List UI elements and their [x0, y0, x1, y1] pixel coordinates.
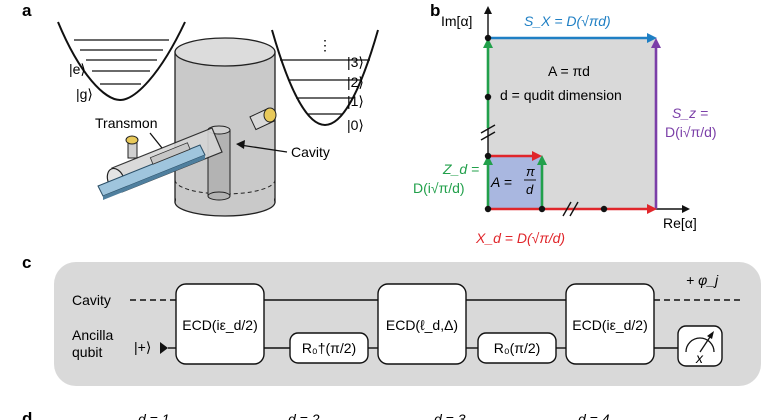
lattice-dots: [484, 34, 608, 213]
ket-plus: |+⟩: [134, 339, 151, 355]
cavity-level-2: |2⟩: [347, 74, 364, 90]
cavity-port-pin: [249, 107, 277, 131]
sz-label-2: D(i√π/d): [665, 124, 717, 140]
panel-c-letter: c: [22, 253, 31, 272]
area-small-denominator: d: [526, 182, 534, 197]
zd-label-2: D(i√π/d): [413, 180, 465, 196]
cavity-potential: [271, 29, 379, 127]
transmon-potential: [57, 21, 186, 102]
sx-label: S_X = D(√πd): [524, 13, 611, 29]
ecd-gate-3: [565, 283, 655, 365]
cavity-label: Cavity: [291, 144, 330, 160]
ancilla-label-line1: Ancilla: [72, 327, 113, 343]
transmon-level-e: |e⟩: [69, 61, 86, 77]
area-small-label: A =: [490, 174, 512, 190]
sx-arrow: [488, 33, 657, 43]
cavity-pointer: [236, 140, 288, 153]
rotation-gate-1: [289, 332, 369, 364]
panel-b-letter: b: [430, 1, 440, 20]
cavity-level-1: |1⟩: [347, 93, 364, 109]
cavity-level-dots: ⋮: [318, 37, 332, 53]
ecd-gate-1: [175, 283, 265, 365]
transmon-level-g: |g⟩: [76, 86, 93, 102]
ecd-gate-2: [377, 283, 467, 365]
ecd-gate-1-label: ECD(iε_d/2): [182, 317, 257, 333]
panel-d-letter: d: [22, 409, 32, 420]
ancilla-input-arrow: [160, 342, 168, 354]
column-d2: d = 2: [288, 411, 320, 420]
measurement-basis: x: [695, 350, 704, 366]
im-axis-label: Im[α]: [441, 13, 472, 29]
phase-space-small-area: [488, 156, 542, 209]
column-d3: d = 3: [434, 411, 466, 420]
transmon-pointer: [149, 132, 163, 149]
xd-label: X_d = D(√π/d): [475, 230, 565, 246]
column-d1: d = 1: [138, 411, 170, 420]
zd-arrow-small: [537, 155, 547, 209]
sz-label-1: S_z =: [672, 105, 708, 121]
ecd-gate-2-label: ECD(ℓ_d,Δ): [386, 317, 458, 333]
panel-a-letter: a: [22, 1, 32, 20]
transmon-label: Transmon: [95, 115, 158, 131]
ecd-gate-3-label: ECD(iε_d/2): [572, 317, 647, 333]
rotation-gate-2: [477, 332, 557, 364]
phase-label: + φ_j: [686, 272, 719, 288]
rotation-gate-1-label: R₀†(π/2): [302, 340, 356, 356]
axis-break-marks: [480, 124, 579, 217]
cavity-level-3: |3⟩: [347, 54, 364, 70]
zd-label-1: Z_d =: [442, 161, 479, 177]
sz-arrow: [651, 38, 661, 209]
area-small-numerator: π: [526, 164, 535, 179]
xd-arrows: [488, 151, 657, 214]
column-d4: d = 4: [578, 411, 610, 420]
area-big-label: A = πd: [548, 63, 590, 79]
qudit-dimension-label: d = qudit dimension: [500, 87, 622, 103]
rotation-gate-2-label: R₀(π/2): [494, 340, 541, 356]
cavity-level-0: |0⟩: [347, 117, 364, 133]
transmon-tunnel: [97, 127, 223, 200]
re-axis-label: Re[α]: [663, 215, 697, 231]
cavity-wire-label: Cavity: [72, 292, 111, 308]
ancilla-label-line2: qubit: [72, 344, 102, 360]
zd-arrows-vertical: [483, 38, 493, 209]
measurement-icon: [677, 325, 723, 367]
